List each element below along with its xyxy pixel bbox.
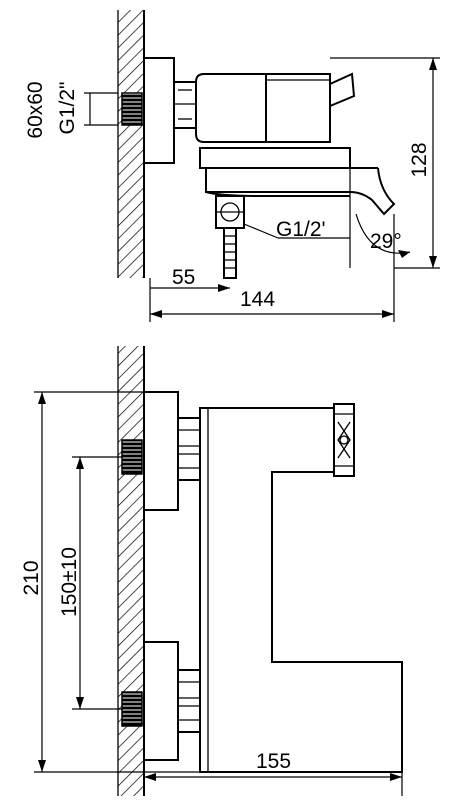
upper-connector-nut (177, 417, 201, 481)
front-mixer-body (199, 407, 403, 773)
dim-total-height: 210 (20, 560, 43, 595)
connector-nut (173, 81, 197, 129)
dim-depth: 144 (240, 288, 275, 311)
dim-angle: 29° (370, 230, 402, 253)
dim-offset: 55 (172, 266, 195, 289)
wall-hatch-bottom (118, 346, 144, 796)
side-view: 60x60 G1/2" 128 29° G1/2' 55 144 (24, 10, 440, 322)
lower-inlet-thread (121, 691, 143, 727)
dim-width: 155 (256, 750, 291, 773)
lever-handle (329, 72, 356, 108)
front-view: 210 150±10 155 (20, 346, 403, 796)
dim-wall-plate: 60x60 (24, 81, 47, 138)
front-lever-handle (333, 403, 355, 477)
upper-wall-plate (143, 391, 179, 511)
dim-height: 128 (408, 142, 431, 177)
lower-wall-plate (143, 641, 179, 761)
dim-thread-outlet: G1/2' (276, 218, 326, 241)
dim-centers: 150±10 (58, 547, 81, 617)
mixer-body (195, 73, 331, 143)
wall-hatch-top (118, 10, 144, 278)
spout (199, 147, 396, 216)
hose-fitting (223, 227, 237, 279)
upper-inlet-thread (121, 439, 143, 475)
inlet-thread (121, 92, 143, 126)
wall-plate (143, 57, 175, 164)
lower-connector-nut (177, 669, 201, 733)
dim-thread-inlet: G1/2" (56, 82, 79, 135)
outlet-nut (215, 195, 245, 229)
